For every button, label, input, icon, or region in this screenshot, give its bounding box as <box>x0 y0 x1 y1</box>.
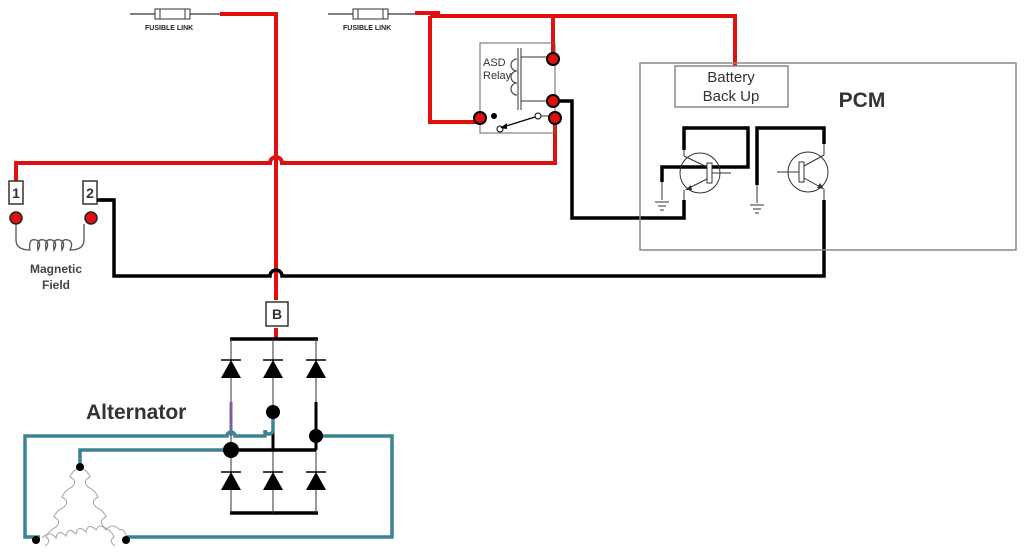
diode-icon <box>263 471 283 490</box>
rectifier-bridge <box>221 337 326 515</box>
asd-relay-label-line2: Relay <box>483 70 512 82</box>
control-wires <box>100 99 826 278</box>
ground-icon <box>750 204 764 214</box>
diode-icon <box>306 471 326 490</box>
magnetic-field-label-line2: Field <box>42 278 70 292</box>
asd-relay: ASD Relay <box>473 42 562 134</box>
stator-delta-winding-icon <box>32 463 130 547</box>
relay-terminal-30 <box>473 111 487 125</box>
relay-terminal-85 <box>546 52 560 66</box>
alternator-label: Alternator <box>86 401 186 424</box>
field-terminal-2 <box>82 180 98 205</box>
fusible-link-1: FUSIBLE LINK <box>130 8 220 32</box>
pcm-driver-transistor-1-icon <box>655 126 750 211</box>
diode-icon <box>221 471 241 490</box>
b-terminal <box>265 301 289 327</box>
field-terminal-1 <box>8 180 24 205</box>
magnetic-field-label-line1: Magnetic <box>30 262 82 276</box>
fusible-link-2: FUSIBLE LINK <box>328 8 415 32</box>
fusible-link-1-label: FUSIBLE LINK <box>145 25 193 32</box>
battery-backup-label-line1: Battery <box>707 69 755 86</box>
relay-terminal-87 <box>548 111 562 125</box>
field-terminal-1-label: 1 <box>12 185 20 201</box>
pcm-driver-transistor-2-icon <box>750 126 829 214</box>
battery-backup-box <box>674 65 789 108</box>
pcm-label: PCM <box>839 89 886 112</box>
pcm-module: Battery Back Up PCM <box>639 62 1017 251</box>
asd-relay-label-line1: ASD <box>483 57 506 69</box>
diode-icon <box>263 359 283 378</box>
field-coil-icon <box>15 224 85 253</box>
relay-switch-icon <box>491 112 553 133</box>
diode-icon <box>306 359 326 378</box>
b-terminal-label: B <box>272 306 282 322</box>
power-wires <box>14 11 737 339</box>
ground-icon <box>655 201 669 211</box>
fusible-link-2-label: FUSIBLE LINK <box>343 25 391 32</box>
battery-backup-label-line2: Back Up <box>703 88 760 105</box>
field-winding: 1 2 Magnetic Field <box>8 180 114 292</box>
diode-icon <box>221 359 241 378</box>
field-terminal-2-label: 2 <box>86 185 94 201</box>
relay-coil-icon <box>510 48 553 110</box>
relay-terminal-86 <box>546 94 560 108</box>
stator-wires <box>23 412 394 539</box>
